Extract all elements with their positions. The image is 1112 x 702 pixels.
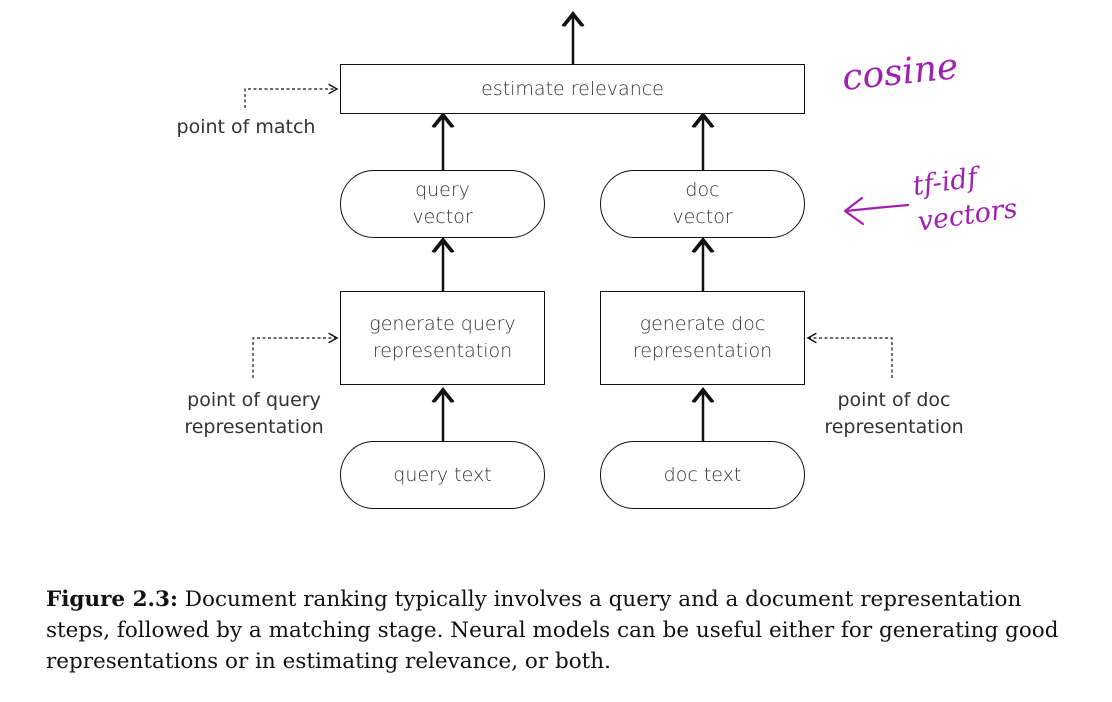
estimate-relevance-label: estimate relevance <box>481 77 664 100</box>
left-arrow-icon <box>843 196 910 226</box>
query-text-label: query text <box>393 463 492 486</box>
generate-query-label: generate query representation <box>369 313 516 362</box>
point-of-match-label: point of match <box>176 116 316 138</box>
caption-text: Document ranking typically involves a qu… <box>46 587 1059 674</box>
query-vector-node: query vector <box>340 170 545 238</box>
point-of-match-pointer <box>244 83 339 108</box>
query-text-node: query text <box>340 441 545 509</box>
generate-query-box: generate query representation <box>340 291 545 385</box>
doc-vector-label: doc vector <box>672 179 733 228</box>
generate-doc-box: generate doc representation <box>600 291 805 385</box>
point-of-doc-label: point of doc representation <box>824 389 964 438</box>
query-vector-label: query vector <box>412 179 473 228</box>
doc-vector-node: doc vector <box>600 170 805 238</box>
tfidf-annotation: tf-idf vectors <box>910 162 1020 238</box>
generate-doc-label: generate doc representation <box>632 313 773 362</box>
doc-text-label: doc text <box>663 463 742 486</box>
estimate-relevance-box: estimate relevance <box>340 64 805 114</box>
figure-number: Figure 2.3: <box>46 587 178 612</box>
point-of-doc-pointer <box>806 332 893 378</box>
point-of-query-label: point of query representation <box>184 389 324 438</box>
figure-caption: Figure 2.3: Document ranking typically i… <box>46 584 1076 677</box>
point-of-query-pointer <box>252 332 339 378</box>
doc-text-node: doc text <box>600 441 805 509</box>
